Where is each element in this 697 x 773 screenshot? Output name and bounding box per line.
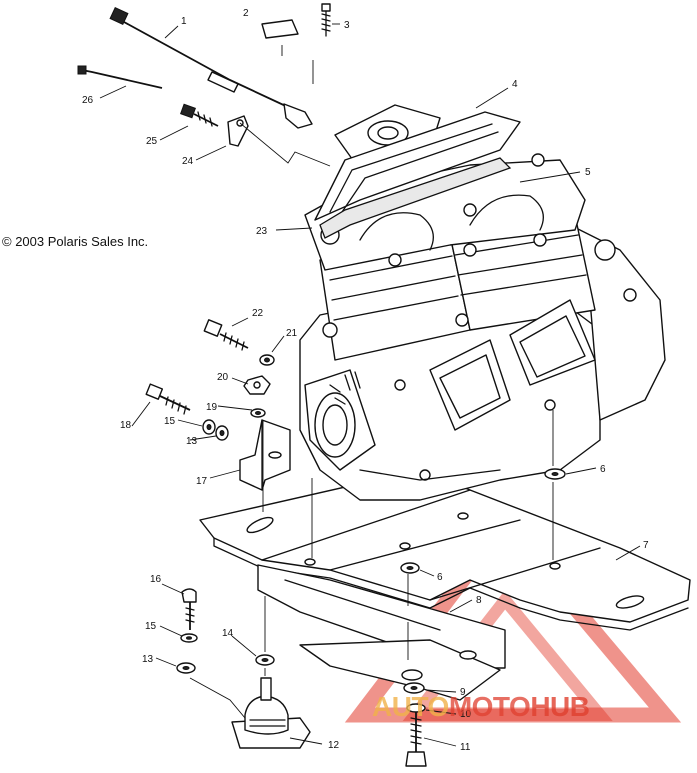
callout-14: 14 — [222, 628, 234, 639]
callout-4: 4 — [512, 79, 518, 90]
callout-6-right: 6 — [600, 464, 606, 475]
nut-20 — [243, 375, 271, 395]
callout-6-center: 6 — [437, 572, 443, 583]
callout-26: 26 — [82, 95, 94, 106]
leader-line — [281, 45, 314, 84]
assembly-lines — [189, 122, 554, 719]
callout-15-upper: 15 — [164, 416, 176, 427]
watermark-text: AUTOMOTOHUB — [372, 691, 590, 722]
watermark-text-auto: AUTO — [372, 691, 449, 722]
screw-3 — [321, 3, 331, 37]
decal — [261, 19, 299, 39]
washer-6-center — [400, 562, 420, 574]
throttle-lever — [227, 115, 249, 147]
callout-10: 10 — [460, 709, 472, 720]
copyright-notice: © 2003 Polaris Sales Inc. — [2, 234, 148, 249]
callout-3: 3 — [344, 20, 350, 31]
engine-side-bracket — [239, 419, 291, 491]
bolt-11 — [405, 712, 427, 767]
callout-2: 2 — [243, 8, 249, 19]
flat-washer-13-upper — [215, 425, 229, 441]
callout-13-lower: 13 — [142, 654, 154, 665]
flat-washer-13-lower — [176, 662, 196, 674]
lock-washer-15-lower — [180, 633, 198, 643]
engine-block — [299, 104, 666, 501]
callout-23: 23 — [256, 226, 268, 237]
lock-washer-15-upper — [202, 419, 216, 435]
engine-mount-plate — [199, 469, 691, 631]
callout-11: 11 — [460, 742, 471, 753]
throttle-cable — [109, 6, 313, 129]
callout-16: 16 — [150, 574, 162, 585]
choke-rod — [77, 65, 163, 89]
washer-9 — [403, 682, 425, 694]
washer-19 — [250, 408, 266, 418]
callout-25: 25 — [146, 136, 158, 147]
rubber-engine-mount — [231, 677, 311, 749]
callout-9: 9 — [460, 687, 466, 698]
callout-17: 17 — [196, 476, 208, 487]
bolt-16 — [181, 588, 197, 630]
stud-25 — [180, 103, 219, 127]
washer-6-right — [544, 468, 566, 480]
callout-5: 5 — [585, 167, 591, 178]
callout-19: 19 — [206, 402, 218, 413]
washer-21 — [259, 354, 275, 366]
callout-15-lower: 15 — [145, 621, 157, 632]
callout-numbers: 1 2 3 4 5 6 6 7 8 9 10 11 12 13 13 14 15… — [82, 8, 649, 753]
bolt-18 — [145, 383, 191, 415]
spacer-14 — [255, 654, 275, 666]
watermark-text-moto: MOTO — [449, 691, 530, 722]
bolt-22 — [203, 319, 249, 351]
callout-7: 7 — [643, 540, 649, 551]
callout-1: 1 — [181, 16, 187, 27]
callout-8: 8 — [476, 595, 482, 606]
callout-21: 21 — [286, 328, 298, 339]
callout-22: 22 — [252, 308, 264, 319]
callout-leaders — [99, 23, 641, 747]
callout-18: 18 — [120, 420, 132, 431]
watermark-text-hub: HUB — [530, 691, 589, 722]
lower-support-bracket — [257, 564, 506, 701]
callout-20: 20 — [217, 372, 229, 383]
callout-13-upper: 13 — [186, 436, 198, 447]
callout-12: 12 — [328, 740, 340, 751]
svg-text:AUTOMOTOHUB: AUTOMOTOHUB — [372, 691, 589, 722]
callout-24: 24 — [182, 156, 194, 167]
